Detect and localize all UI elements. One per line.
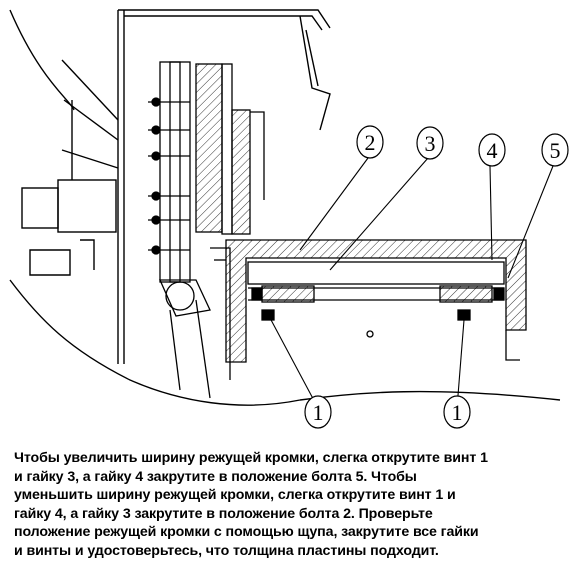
machine-body [9, 9, 561, 406]
svg-text:3: 3 [425, 131, 436, 156]
callout-2: 2 [356, 125, 384, 159]
svg-text:1: 1 [452, 400, 463, 425]
callout-5: 5 [541, 133, 569, 167]
adjustment-bolts [251, 285, 520, 361]
callout-3: 3 [416, 126, 444, 160]
svg-text:4: 4 [487, 138, 498, 163]
instruction-caption: Чтобы увеличить ширину режущей кромки, с… [14, 449, 566, 561]
technical-drawing: 2 3 4 5 1 1 [9, 9, 569, 429]
callout-1-left: 1 [304, 395, 332, 429]
callout-1-right: 1 [443, 395, 471, 429]
caption-line: Чтобы увеличить ширину режущей кромки, с… [14, 450, 488, 466]
svg-text:2: 2 [365, 130, 376, 155]
caption-line: и винты и удостоверьтесь, что толщина пл… [14, 542, 439, 559]
svg-text:1: 1 [313, 400, 324, 425]
blade-clamp [195, 63, 265, 235]
caption-line: уменьшить ширину режущей кромки, слегка … [14, 487, 456, 504]
callout-4: 4 [478, 133, 506, 167]
leader-lines [269, 157, 554, 409]
bolt-column [148, 61, 191, 283]
caption-line: гайку 4, а гайку 3 закрутите в положение… [14, 505, 433, 522]
caption-line: положение режущей кромки с помощью щупа,… [14, 524, 479, 541]
caption-line: и гайку 3, а гайку 4 закрутите в положен… [14, 468, 417, 485]
svg-text:5: 5 [550, 138, 561, 163]
